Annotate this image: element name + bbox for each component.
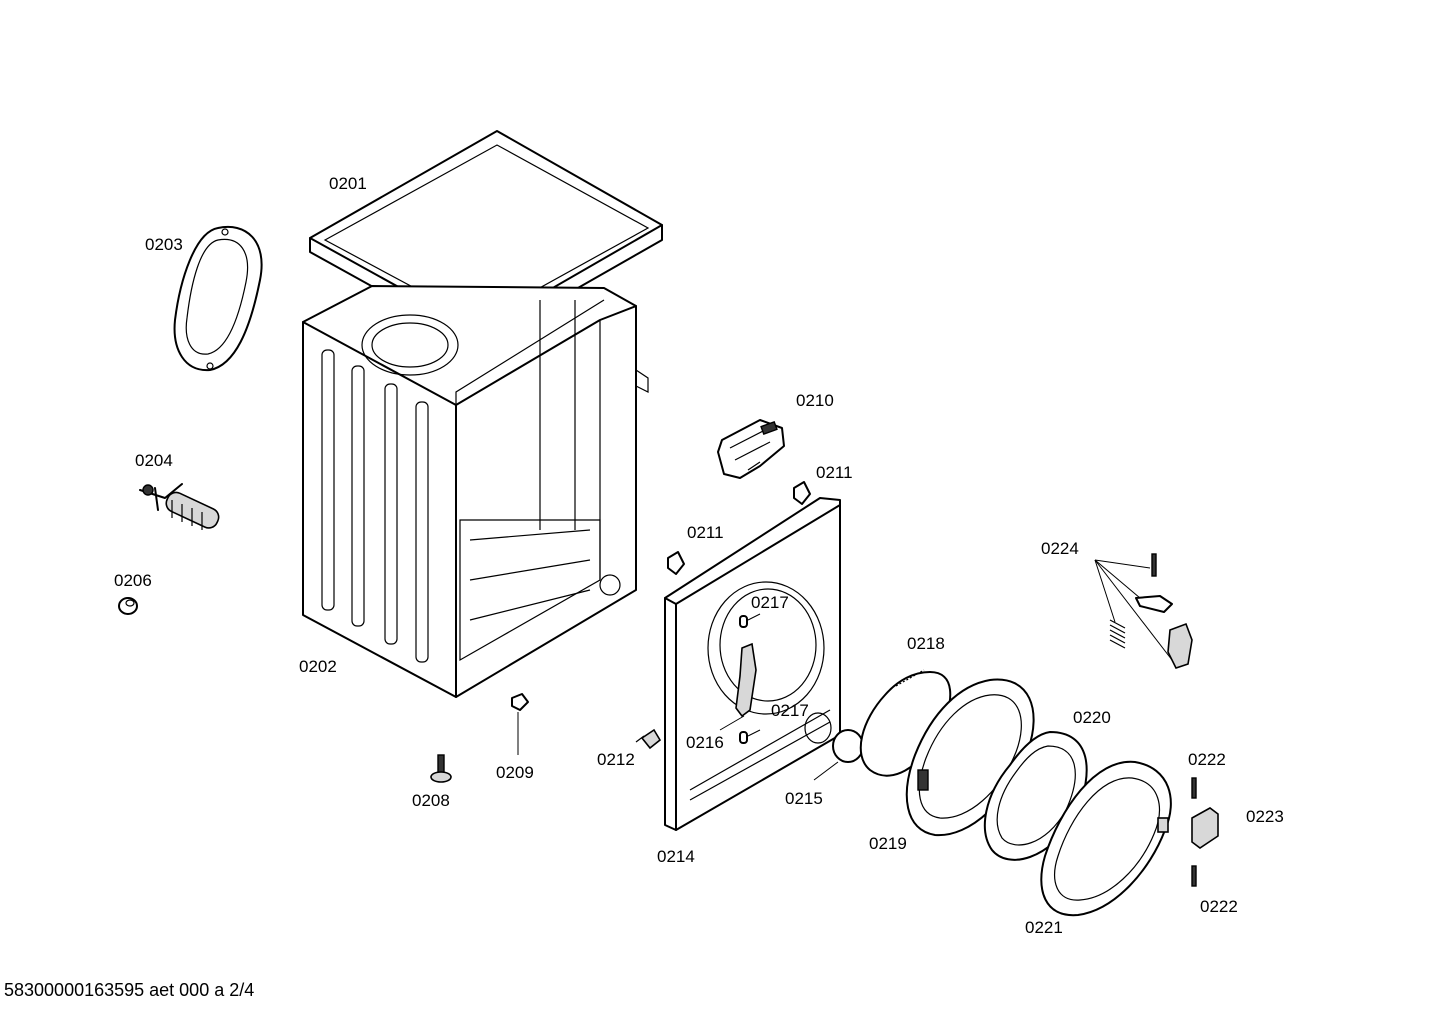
label-0222-top: 0222 xyxy=(1188,750,1226,769)
label-0201: 0201 xyxy=(329,174,367,193)
part-0222-pin-top[interactable] xyxy=(1191,777,1197,799)
part-0210-door-lock[interactable] xyxy=(717,419,785,479)
part-0209-bushing[interactable] xyxy=(511,693,529,755)
label-0210: 0210 xyxy=(796,391,834,410)
label-0217-top: 0217 xyxy=(751,593,789,612)
part-0212-screw[interactable] xyxy=(635,728,662,750)
part-0211-catch-left[interactable] xyxy=(667,551,685,575)
part-0222-pin-bottom[interactable] xyxy=(1191,865,1197,887)
footer-document-id: 58300000163595 aet 000 a 2/4 xyxy=(4,980,255,1000)
part-0211-catch-right[interactable] xyxy=(793,481,811,505)
label-0211-left: 0211 xyxy=(687,523,724,542)
part-0216-lever[interactable] xyxy=(719,642,757,731)
label-0206: 0206 xyxy=(114,571,152,590)
label-0217-bottom: 0217 xyxy=(771,701,809,720)
part-0204-filter[interactable] xyxy=(139,483,222,531)
label-0208: 0208 xyxy=(412,791,450,810)
label-0214: 0214 xyxy=(657,847,695,866)
label-0219: 0219 xyxy=(869,834,907,853)
label-0211-right: 0211 xyxy=(816,463,853,482)
part-0206-cap[interactable] xyxy=(118,597,138,615)
label-0224: 0224 xyxy=(1041,539,1079,558)
label-0215: 0215 xyxy=(785,789,823,808)
label-0203: 0203 xyxy=(145,235,183,254)
label-0212: 0212 xyxy=(597,750,635,769)
label-0220: 0220 xyxy=(1073,708,1111,727)
part-0223-hinge[interactable] xyxy=(1191,807,1219,849)
part-0217-screw-top[interactable] xyxy=(739,613,761,628)
part-0224-lock-kit[interactable] xyxy=(1094,553,1193,669)
label-0223: 0223 xyxy=(1246,807,1284,826)
part-0202-cabinet[interactable] xyxy=(302,285,649,698)
label-0202: 0202 xyxy=(299,657,337,676)
label-0218: 0218 xyxy=(907,634,945,653)
part-0203-rear-cover[interactable] xyxy=(173,225,263,372)
label-0221: 0221 xyxy=(1025,918,1063,937)
part-0208-foot[interactable] xyxy=(430,754,452,783)
label-0209: 0209 xyxy=(496,763,534,782)
label-0204: 0204 xyxy=(135,451,173,470)
label-0222-bottom: 0222 xyxy=(1200,897,1238,916)
label-0216: 0216 xyxy=(686,733,724,752)
part-0217-screw-bottom[interactable] xyxy=(739,729,761,744)
part-0221-outer-ring[interactable] xyxy=(1040,760,1172,917)
